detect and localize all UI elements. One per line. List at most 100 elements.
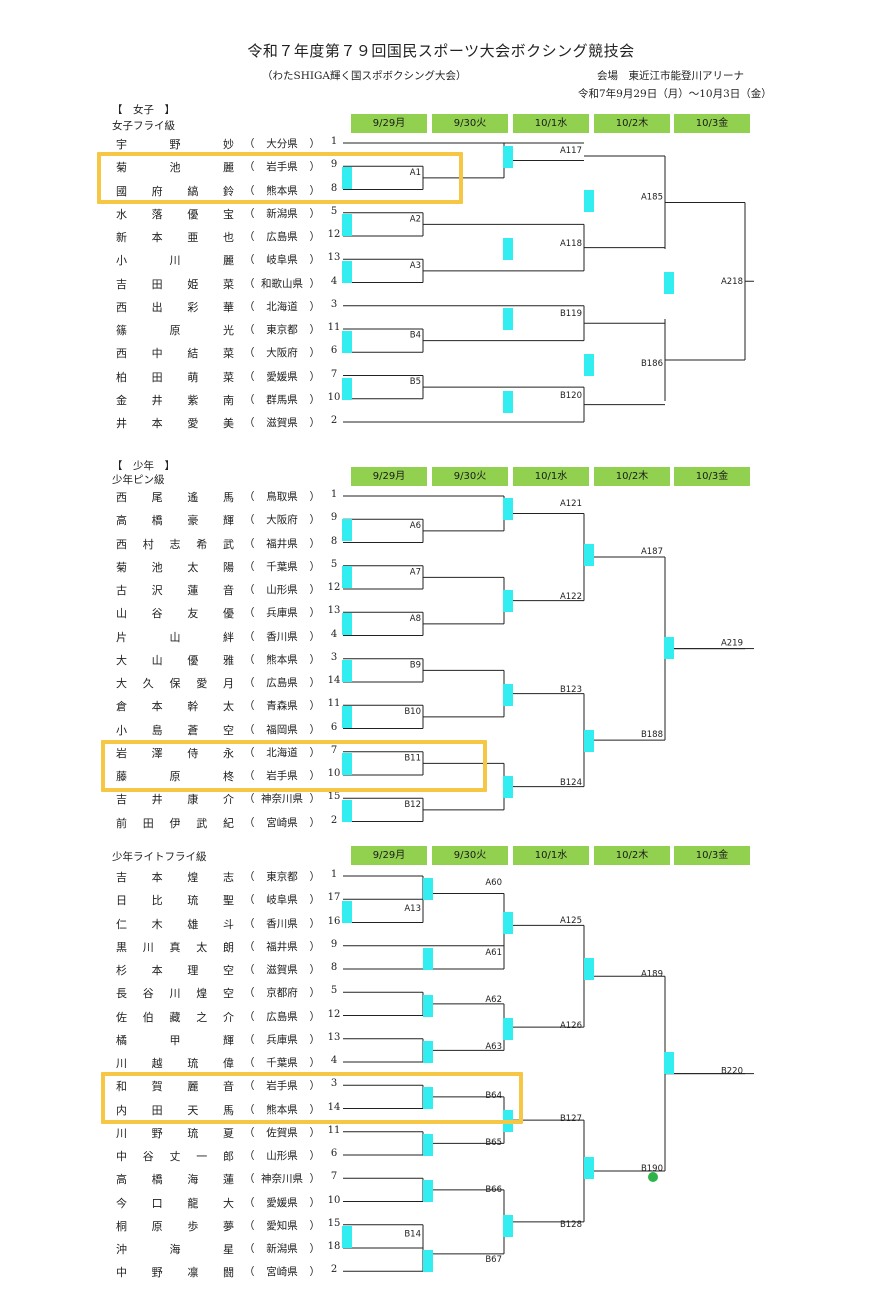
player-prefecture: （北海道） — [244, 746, 320, 759]
corner-mark — [342, 566, 352, 588]
player-prefecture: （広島県） — [244, 1010, 320, 1023]
highlight-box — [101, 740, 487, 792]
player-prefecture: （岩手県） — [244, 1080, 320, 1093]
player-name: 菊池太陽 — [116, 560, 234, 574]
day-header: 10/3金 — [674, 467, 750, 486]
player-name: 倉本幹太 — [116, 700, 234, 714]
day-header: 9/30火 — [432, 114, 508, 133]
player-seed: 1 — [330, 136, 338, 147]
match-label: A1 — [410, 168, 421, 178]
match-label: B127 — [560, 1114, 582, 1124]
corner-mark — [342, 901, 352, 923]
player-name: 中野凛闘 — [116, 1266, 234, 1280]
player-prefecture: （香川県） — [244, 917, 320, 930]
player-name: 古沢蓮音 — [116, 584, 234, 597]
player-name: 和賀麗音 — [116, 1080, 234, 1094]
match-label: A187 — [641, 547, 663, 557]
match-label: B4 — [410, 331, 421, 341]
corner-mark — [342, 800, 352, 822]
match-label: B11 — [404, 753, 421, 763]
section-class-label: 少年ライトフライ級 — [112, 851, 207, 863]
player-name: 岩澤侍永 — [116, 746, 234, 760]
corner-mark — [423, 1041, 433, 1063]
corner-mark — [342, 706, 352, 728]
player-prefecture: （愛知県） — [244, 1219, 320, 1232]
match-label: A125 — [560, 916, 582, 926]
player-name: 西村志希武 — [116, 537, 234, 551]
match-label: B188 — [641, 730, 663, 740]
corner-mark — [423, 878, 433, 900]
day-header: 9/30火 — [432, 467, 508, 486]
player-seed: 10 — [327, 391, 341, 403]
player-seed: 15 — [327, 791, 341, 803]
player-seed: 14 — [327, 1101, 341, 1113]
player-seed: 13 — [327, 605, 341, 617]
player-prefecture: （北海道） — [244, 300, 320, 313]
corner-mark — [423, 1087, 433, 1109]
player-name: 佐伯藏之介 — [116, 1010, 234, 1024]
player-prefecture: （鳥取県） — [244, 491, 320, 503]
corner-mark — [584, 958, 594, 980]
player-prefecture: （福井県） — [244, 940, 320, 953]
corner-mark — [342, 331, 352, 353]
player-seed: 12 — [327, 1008, 341, 1020]
player-prefecture: （岐阜県） — [244, 254, 320, 267]
player-prefecture: （兵庫県） — [244, 607, 320, 620]
player-name: 片山絆 — [116, 630, 234, 644]
player-seed: 6 — [330, 345, 338, 357]
match-label: A2 — [410, 214, 421, 224]
corner-mark — [664, 1052, 674, 1074]
player-seed: 16 — [327, 915, 341, 927]
player-name: 西出彩華 — [116, 300, 234, 314]
match-label: B14 — [404, 1229, 421, 1239]
player-prefecture: （大阪府） — [244, 514, 320, 527]
player-name: 仁木雄斗 — [116, 917, 234, 931]
day-header: 10/2木 — [594, 114, 670, 133]
player-prefecture: （東京都） — [244, 871, 320, 883]
player-prefecture: （広島県） — [244, 231, 320, 243]
player-name: 吉田姫菜 — [116, 277, 234, 291]
player-prefecture: （青森県） — [244, 700, 320, 713]
player-seed: 11 — [327, 1124, 341, 1136]
player-name: 大山優雅 — [116, 653, 234, 667]
player-prefecture: （兵庫県） — [244, 1033, 320, 1046]
player-seed: 1 — [330, 489, 338, 500]
corner-mark — [503, 146, 513, 168]
match-label: A122 — [560, 592, 582, 602]
match-label: B128 — [560, 1220, 582, 1230]
match-label: B190 — [641, 1164, 663, 1174]
match-label: B220 — [721, 1067, 743, 1077]
player-name: 沖海星 — [116, 1243, 234, 1256]
player-seed: 5 — [330, 558, 338, 570]
match-label: A3 — [410, 261, 421, 271]
match-label: B186 — [641, 359, 663, 369]
player-seed: 10 — [327, 1194, 341, 1206]
player-name: 中谷丈一郎 — [116, 1150, 234, 1163]
player-prefecture: （新潟県） — [244, 207, 320, 220]
player-prefecture: （京都府） — [244, 987, 320, 1000]
player-name: 吉本煌志 — [116, 871, 234, 884]
player-name: 橘甲輝 — [116, 1033, 234, 1047]
corner-mark — [503, 1018, 513, 1040]
match-label: A60 — [485, 878, 502, 888]
player-prefecture: （広島県） — [244, 677, 320, 689]
player-name: 藤原柊 — [116, 770, 234, 783]
corner-mark — [503, 776, 513, 798]
player-seed: 5 — [330, 205, 338, 217]
player-seed: 4 — [330, 628, 338, 640]
match-label: A185 — [641, 193, 663, 203]
player-seed: 8 — [330, 182, 338, 194]
match-label: B66 — [485, 1185, 502, 1195]
corner-mark — [423, 948, 433, 970]
corner-mark — [664, 272, 674, 294]
player-name: 菊池麗 — [116, 161, 234, 175]
corner-mark — [584, 730, 594, 752]
player-prefecture: （熊本県） — [244, 653, 320, 666]
player-seed: 5 — [330, 985, 338, 997]
player-prefecture: （大阪府） — [244, 347, 320, 360]
match-label: A8 — [410, 614, 421, 624]
player-seed: 9 — [330, 938, 338, 950]
page-subtitle: （わたSHIGA輝く国スポボクシング大会） — [262, 70, 467, 82]
day-header: 10/2木 — [594, 846, 670, 865]
